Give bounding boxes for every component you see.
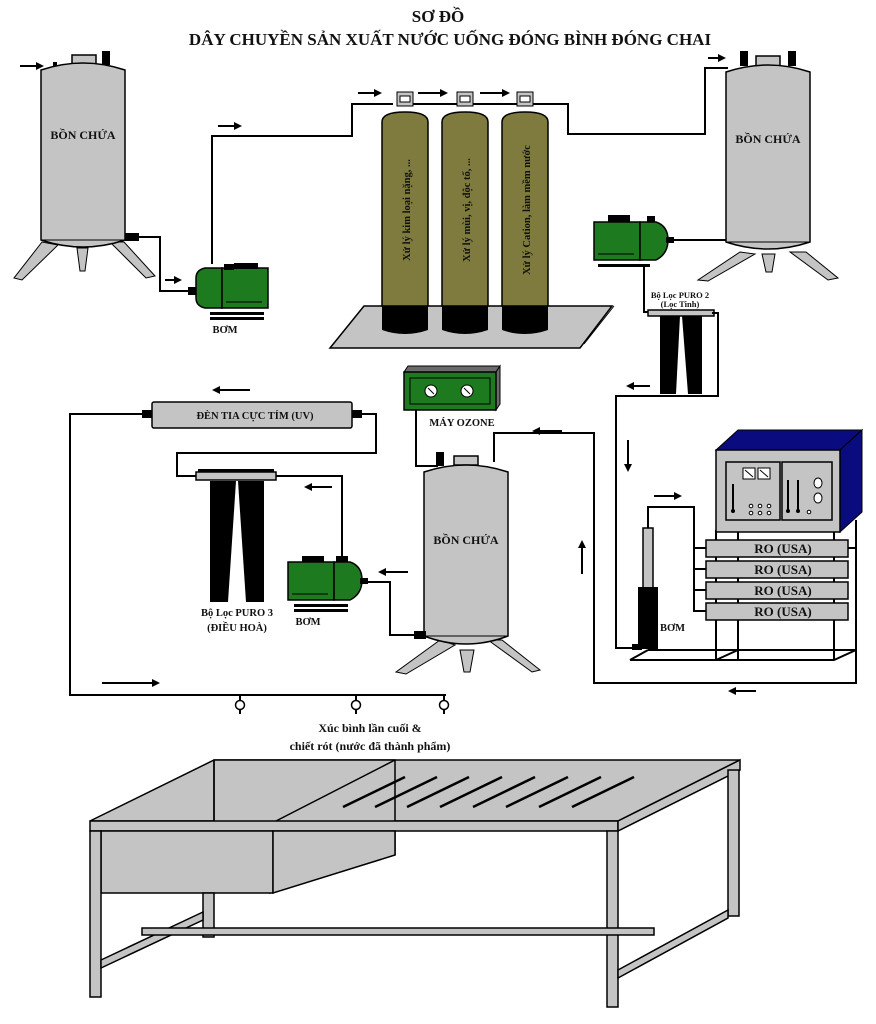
ro-4-label: RO (USA) (754, 604, 811, 619)
pipe-ozone-tank3 (415, 410, 438, 467)
filling-valve-2 (350, 695, 362, 714)
puro2-label-line2: (Lọc Tinh) (661, 299, 700, 309)
pipe-puro2-ro-pump (615, 312, 719, 649)
filling-table (89, 758, 741, 1008)
filter-column-1: Xử lý kim loại nặng, ... (381, 91, 429, 334)
pump-1-label: BƠM (212, 325, 237, 336)
ozone-label: MÁY OZONE (429, 417, 494, 429)
tank-3-label: BỒN CHỨA (433, 532, 499, 547)
filling-valves (234, 695, 450, 714)
diagram-title-line1: SƠ ĐỒ (412, 6, 464, 26)
ro-module-4: RO (USA) (705, 602, 849, 621)
pipe-ro-tank3 (493, 432, 857, 684)
pipe-pump3-puro3 (276, 475, 343, 556)
puro-filter-2: Bộ Lọc PURO 2 (Lọc Tinh) (647, 290, 715, 394)
pipe-ro-pump-ro (647, 506, 695, 548)
ro-module-3: RO (USA) (705, 581, 849, 600)
pipe-puro3-uv (176, 413, 377, 477)
filling-valve-3 (438, 695, 450, 714)
filter-columns: Xử lý kim loại nặng, ... Xử lý mùi, vị, … (381, 91, 549, 334)
puro2-label-line1: Bộ Lọc PURO 2 (651, 290, 709, 300)
puro3-label-line1: Bộ Lọc PURO 3 (201, 608, 273, 619)
pipe-tank1-pump1 (139, 236, 192, 292)
ro-1-label: RO (USA) (754, 541, 811, 556)
filter-column-3: Xử lý Cation, làm mềm nước (501, 91, 549, 334)
ro-pump: BƠM (632, 527, 685, 650)
puro-filter-3: Bộ Lọc PURO 3 (ĐIỀU HOÀ) (195, 469, 277, 634)
ro-modules: RO (USA) RO (USA) RO (USA) RO (USA) (693, 539, 849, 621)
pipe-columns-tank2 (528, 67, 728, 135)
pipe-uv-filling (69, 413, 446, 696)
puro3-label-line2: (ĐIỀU HOÀ) (207, 621, 267, 634)
ro-3-label: RO (USA) (754, 583, 811, 598)
ro-module-2: RO (USA) (705, 560, 849, 579)
uv-label: ĐÈN TIA CỰC TÍM (UV) (196, 410, 314, 422)
pump-3-label: BƠM (295, 617, 320, 628)
filling-label-line2: chiết rót (nước đã thành phẩm) (290, 739, 451, 753)
column-2-label: Xử lý mùi, vị, độc tố, ... (462, 158, 473, 262)
pump-2 (593, 215, 674, 267)
pipe-tank3-pump3 (366, 581, 414, 636)
filling-valve-1 (234, 695, 246, 714)
storage-tank-3: BỒN CHỨA (394, 452, 542, 675)
column-3-label: Xử lý Cation, làm mềm nước (522, 145, 533, 275)
tank-1-label: BỒN CHỨA (50, 127, 116, 142)
pipe-pump2-puro2 (643, 266, 652, 313)
ro-module-1: RO (USA) (705, 539, 849, 558)
pump-3: BƠM (287, 556, 368, 628)
diagram-title-line2: DÂY CHUYỀN SẢN XUẤT NƯỚC UỐNG ĐÓNG BÌNH … (189, 29, 712, 49)
ro-system (629, 428, 864, 661)
pump-1: BƠM (188, 263, 269, 336)
pipe-pump1-columns (211, 103, 393, 264)
ozone-generator: MÁY OZONE (403, 364, 501, 429)
filling-label-line1: Xúc bình lần cuối & (318, 721, 421, 735)
filter-column-2: Xử lý mùi, vị, độc tố, ... (441, 91, 489, 334)
uv-lamp: ĐÈN TIA CỰC TÍM (UV) (142, 401, 362, 429)
ro-2-label: RO (USA) (754, 562, 811, 577)
storage-tank-1: BỒN CHỨA (13, 51, 156, 281)
tank-2-label: BỒN CHỨA (735, 131, 801, 146)
column-1-label: Xử lý kim loại nặng, ... (402, 159, 413, 261)
storage-tank-2: BỒN CHỨA (696, 51, 840, 282)
ro-pump-label: BƠM (660, 623, 685, 634)
